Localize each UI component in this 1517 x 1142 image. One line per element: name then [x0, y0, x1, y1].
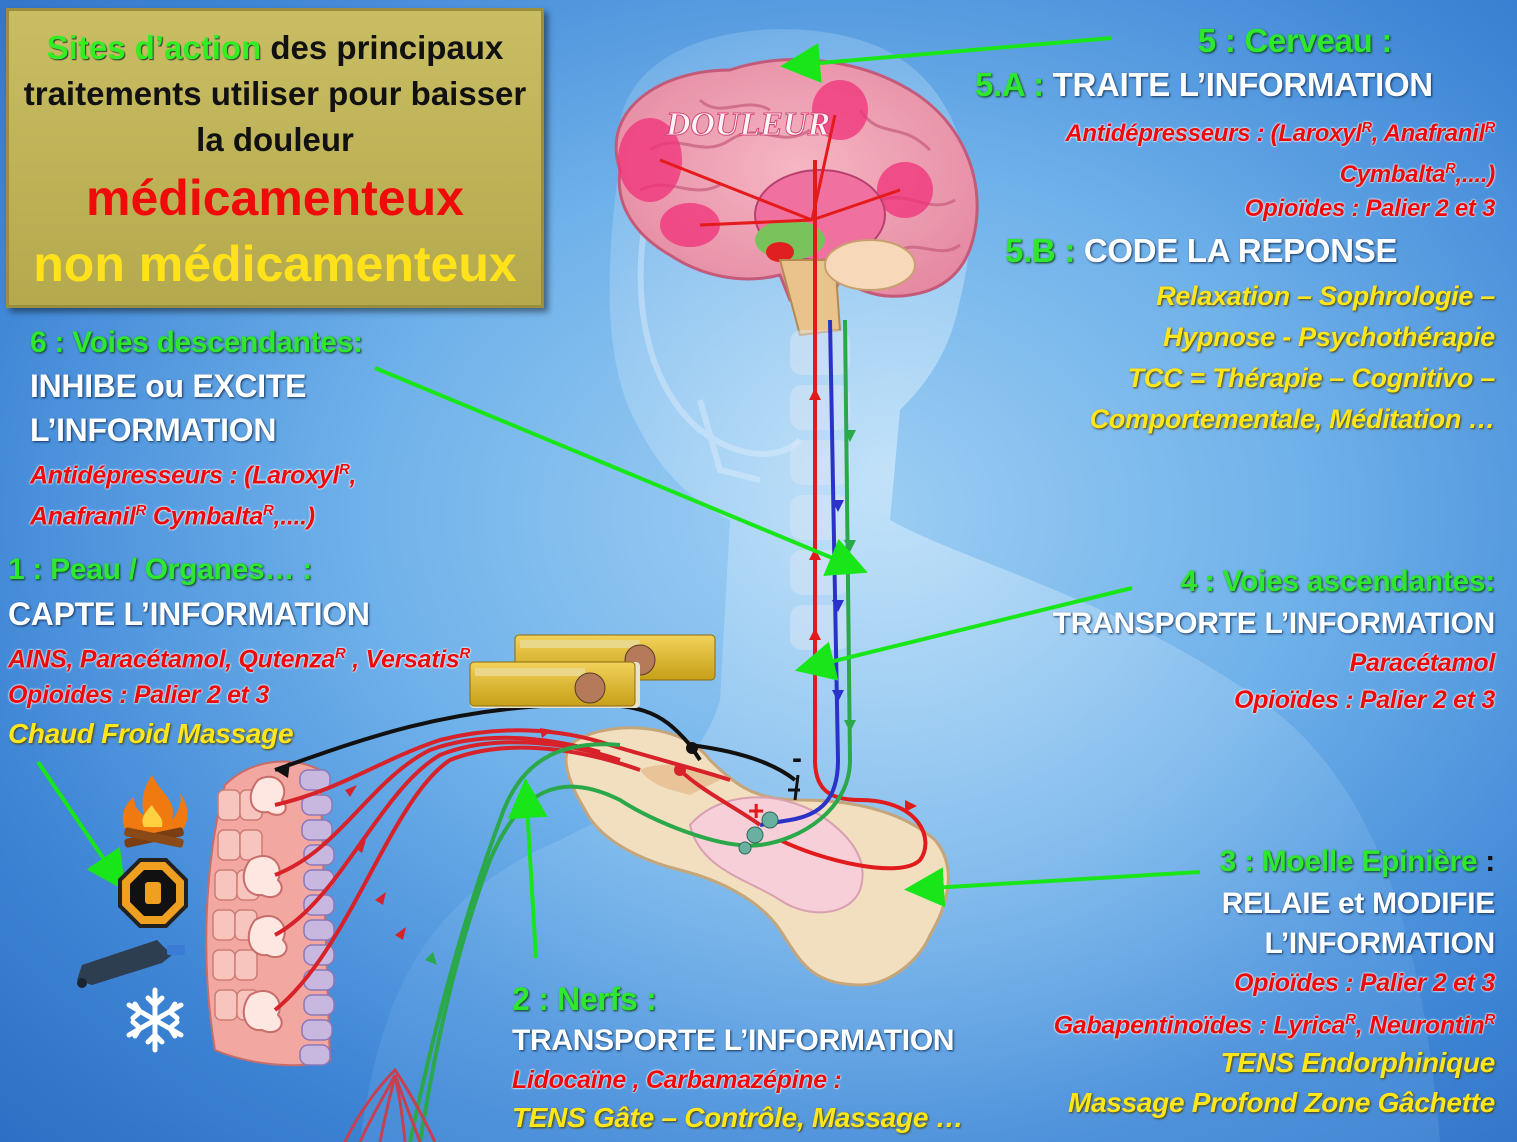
- section-3-non-drug-1: TENS Endorphinique: [1054, 1043, 1495, 1083]
- section-1-non-drug: Chaud Froid Massage: [8, 713, 470, 755]
- section-5b-line-4: Comportementale, Méditation …: [975, 399, 1495, 440]
- title-green-part: Sites d’action: [47, 29, 262, 66]
- section-6-heading: 6 : Voies descendantes:: [30, 322, 363, 364]
- section-6-drugs-1: Antidépresseurs : (LaroxylR,: [30, 452, 363, 493]
- section-4-line-1: TRANSPORTE L’INFORMATION: [1053, 604, 1495, 644]
- title-box: Sites d’action des principaux traitement…: [6, 8, 544, 308]
- section-2-heading: 2 : Nerfs :: [512, 978, 963, 1020]
- section-3-line-2: L’INFORMATION: [1054, 924, 1495, 964]
- section-2-nerves: 2 : Nerfs : TRANSPORTE L’INFORMATION Lid…: [512, 978, 963, 1138]
- section-3-line-1: RELAIE et MODIFIE: [1054, 884, 1495, 924]
- brain-label: DOULEUR: [665, 106, 830, 143]
- minus-sign: -: [792, 742, 802, 775]
- section-5a-opioids: Opioïdes : Palier 2 et 3: [975, 192, 1495, 226]
- section-4-opioids: Opioïdes : Palier 2 et 3: [1053, 682, 1495, 718]
- section-5-heading: 5 : Cerveau :: [1095, 22, 1495, 60]
- section-4-heading: 4 : Voies ascendantes:: [1053, 560, 1495, 604]
- section-5a-drugs-2: CymbaltaR,....): [975, 152, 1495, 192]
- section-5a-title: 5.A : TRAITE L’INFORMATION: [975, 60, 1495, 110]
- fire-icon: [123, 775, 188, 848]
- section-6-line-1: INHIBE ou EXCITE: [30, 364, 363, 408]
- section-5b-line-2: Hypnose - Psychothérapie: [975, 317, 1495, 358]
- section-6-descending: 6 : Voies descendantes: INHIBE ou EXCITE…: [30, 322, 363, 535]
- section-1-line-1: CAPTE L’INFORMATION: [8, 592, 470, 636]
- title-non-medicamenteux: non médicamenteux: [9, 231, 541, 297]
- section-6-drugs-2: AnafranilR CymbaltaR,....): [30, 493, 363, 534]
- massage-device-icon: [77, 940, 185, 988]
- section-3-opioids: Opioïdes : Palier 2 et 3: [1054, 964, 1495, 1002]
- section-5-brain: 5 : Cerveau : 5.A : TRAITE L’INFORMATION…: [975, 22, 1495, 440]
- section-3-heading: 3 : Moelle Epinière :: [1054, 840, 1495, 884]
- section-5a-drugs-1: Antidépresseurs : (LaroxylR, AnafranilR: [975, 110, 1495, 152]
- snowflake-icon: [129, 990, 181, 1050]
- nerve-fiber-images: [470, 635, 715, 708]
- section-3-spinal-cord: 3 : Moelle Epinière : RELAIE et MODIFIE …: [1054, 840, 1495, 1123]
- section-1-opioids: Opioides : Palier 2 et 3: [8, 677, 470, 713]
- section-1-skin: 1 : Peau / Organes… : CAPTE L’INFORMATIO…: [8, 548, 470, 755]
- section-2-line-1: TRANSPORTE L’INFORMATION: [512, 1020, 963, 1062]
- section-5b-line-1: Relaxation – Sophrologie –: [975, 276, 1495, 317]
- section-1-drugs: AINS, Paracétamol, QutenzaR , VersatisR: [8, 636, 470, 677]
- section-4-ascending: 4 : Voies ascendantes: TRANSPORTE L’INFO…: [1053, 560, 1495, 718]
- title-line-1: Sites d’action des principaux: [9, 25, 541, 71]
- title-line-2: traitements utiliser pour baisser: [9, 71, 541, 117]
- section-4-drug-1: Paracétamol: [1053, 644, 1495, 682]
- section-2-non-drug: TENS Gâte – Contrôle, Massage …: [512, 1098, 963, 1138]
- title-line-1-rest: des principaux: [261, 29, 503, 66]
- section-5b-title: 5.B : CODE LA REPONSE: [1005, 226, 1495, 276]
- skin-tissue: [206, 762, 334, 1066]
- section-6-line-2: L’INFORMATION: [30, 408, 363, 452]
- section-3-gabapentinoids: Gabapentinoïdes : LyricaR, NeurontinR: [1054, 1002, 1495, 1043]
- title-medicamenteux: médicamenteux: [9, 165, 541, 231]
- arrow-to-icons: [38, 762, 110, 868]
- section-3-non-drug-2: Massage Profond Zone Gâchette: [1054, 1083, 1495, 1123]
- section-5b-line-3: TCC = Thérapie – Cognitivo –: [975, 358, 1495, 399]
- section-2-drugs: Lidocaïne , Carbamazépine :: [512, 1062, 963, 1098]
- section-1-heading: 1 : Peau / Organes… :: [8, 548, 470, 592]
- title-line-3: la douleur: [9, 117, 541, 163]
- hot-pack-icon: [120, 860, 186, 926]
